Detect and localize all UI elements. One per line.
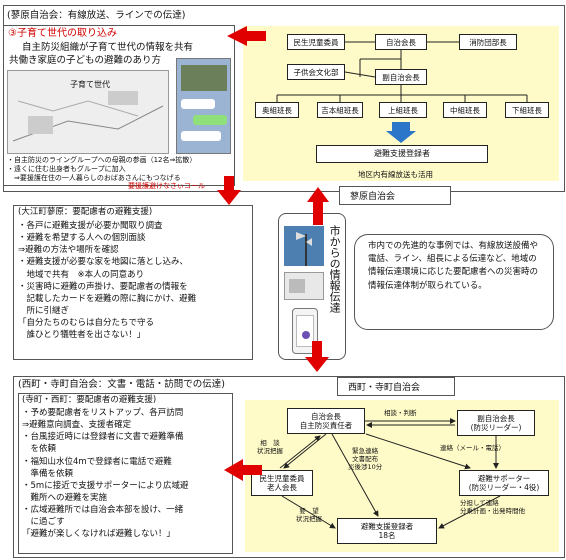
label-soudan-joukyou: 相 談 状況把握 bbox=[257, 439, 283, 455]
arrow-left-top-icon bbox=[227, 26, 266, 46]
middle-item: 地域で共有 ※本人の同意あり bbox=[18, 269, 145, 280]
middle-item-list: ・各戸に避難支援が必要か聞取り調査 ・避難を希望する人への個別面談 ⇒避難の方法… bbox=[18, 220, 196, 341]
label-buntan: 分担して連絡 分乗計画・出発時間他 bbox=[460, 499, 525, 515]
radio-receiver-image bbox=[284, 272, 324, 300]
childcare-note-3: ⇒要援護在住の一人暮らしのおばあさんにもつなげる bbox=[7, 174, 181, 182]
info-box bbox=[354, 234, 554, 330]
org-fuku: 副自治会長 bbox=[375, 69, 427, 85]
line-chat-screenshot bbox=[176, 58, 231, 154]
middle-list-box bbox=[13, 205, 253, 360]
childcare-photo-drawing bbox=[12, 91, 164, 142]
middle-item: 所に引継ぎ bbox=[18, 305, 70, 316]
childcare-note-2: ・遠くに住む出身者もグループに加入 bbox=[7, 165, 126, 173]
bottom-item-list: ・予め要配慮者をリストアップ、各戸訪問 ⇒避難意向調査、支援者確定 ・台風接近時… bbox=[22, 407, 189, 541]
bottom-item: ・台風接近時には登録者に文書で避難準備 bbox=[22, 432, 184, 443]
org-minsei: 民生児童委員 bbox=[287, 34, 345, 50]
org-supporter: 避難サポーター (防災リーダー・4役) bbox=[459, 470, 549, 496]
vertical-title: 市からの情報伝達 bbox=[328, 225, 342, 313]
middle-item: ・災害時に避難の声掛け、要配慮者の情報を bbox=[18, 281, 188, 292]
label-youbou: 要 望 状況把握 bbox=[296, 507, 322, 523]
info-text: 市内での先進的な事例では、有線放送設備や電話、ライン、組長による伝達など、地域の… bbox=[368, 241, 539, 291]
arrow-up-center-icon bbox=[307, 187, 329, 225]
bottom-item: ・予め要配慮者をリストアップ、各戸訪問 bbox=[22, 408, 184, 418]
arrow-left-bottom-icon bbox=[224, 459, 262, 481]
bottom-item: ・福知山水位4mで登録者に電話で避難 bbox=[22, 456, 172, 467]
childcare-case-title: ③子育て世代の取り込み bbox=[8, 28, 117, 39]
arrow-down-center-icon bbox=[305, 341, 329, 372]
chat-bubble bbox=[181, 99, 215, 109]
chat-bubble bbox=[181, 131, 221, 141]
org-shobodan: 消防団部長 bbox=[459, 34, 517, 50]
bottom-caption-box: 西町・寺町自治会 bbox=[337, 377, 455, 396]
middle-item: ・避難支援が必要な家を地図に落とし込み、 bbox=[18, 257, 189, 268]
label-renraku: 連絡（メール・電話） bbox=[440, 444, 505, 452]
org-kodomo: 子供会文化部 bbox=[287, 64, 345, 80]
org-hancho-2: 吉本組班長 bbox=[317, 102, 363, 118]
bottom-item: 準備を依頼 bbox=[22, 468, 74, 479]
smartphone-screen bbox=[296, 315, 314, 347]
middle-item: 「自分たちのむらは自分たちで守る bbox=[18, 318, 155, 329]
org-hancho-4: 中組班長 bbox=[443, 102, 487, 118]
chat-photo bbox=[181, 65, 227, 91]
childcare-case-line-1: 自主防災組織が子育て世代の情報を共有 bbox=[22, 42, 194, 53]
bottom-item: ⇒避難意向調査、支援者確定 bbox=[22, 420, 132, 431]
org-hancho-5: 下組班長 bbox=[505, 102, 549, 118]
top-caption-box: 蓼原自治会 bbox=[339, 186, 451, 205]
org-hancho-1: 奥組班長 bbox=[255, 102, 299, 118]
org-bottom-note: 地区内有線放送も活用 bbox=[358, 170, 433, 179]
org-hancho-3: 上組班長 bbox=[379, 102, 427, 118]
bottom-item: 「避難が楽しくなければ避難しない！」 bbox=[22, 529, 176, 540]
org-jichikaicho: 自治会長 bbox=[375, 34, 427, 50]
org-kaicho-bousai: 自治会長 自主防災責任者 bbox=[287, 408, 365, 434]
middle-section-header: (大江町蓼原：要配慮者の避難支援) bbox=[18, 207, 153, 217]
bottom-item: ・広域避難所では自治会本部を設け、一緒 bbox=[22, 505, 184, 516]
label-kinkyu: 緊急連絡 文書配布 災後渉10分 bbox=[348, 447, 383, 471]
bottom-item: を依頼 bbox=[22, 444, 57, 455]
childcare-case-line-2: 共働き家庭の子どもの避難のあり方 bbox=[9, 55, 162, 66]
org-fuku-bousai: 副自治会長 (防災リーダー) bbox=[457, 410, 535, 436]
org-touroku-18: 避難支援登録者 18名 bbox=[337, 518, 437, 544]
childcare-meeting-photo bbox=[7, 70, 169, 154]
radio-grille bbox=[289, 279, 305, 293]
middle-item: ・避難を希望する人への個別面談 bbox=[18, 233, 146, 244]
smartphone-image bbox=[292, 308, 318, 354]
chat-bubble bbox=[193, 115, 227, 125]
childcare-note-red: 要援護避けなさぃコール bbox=[128, 182, 205, 190]
label-soudan-handan: 相談・判断 bbox=[384, 409, 417, 417]
app-icon bbox=[302, 331, 310, 339]
middle-item: 記載したカードを避難の際に胸にかけ、避難 bbox=[18, 293, 197, 304]
org-touroku: 避難支援登録者 bbox=[316, 145, 488, 163]
bottom-subheader: (寺町・西町：要配慮者の避難支援) bbox=[22, 395, 157, 405]
bottom-item: ・5mに接近で支援サポーターにより広域避 bbox=[22, 480, 189, 491]
middle-item: 誰ひとり犠牲者を出さない！」 bbox=[18, 330, 146, 341]
bottom-item: 難所への避難を実施 bbox=[22, 492, 108, 503]
bottom-list-box bbox=[18, 393, 233, 554]
top-section-header: (蓼原自治会：有線放送、ラインでの伝達) bbox=[7, 10, 186, 21]
childcare-photo-caption: 子育て世代 bbox=[70, 80, 110, 89]
bottom-item: に過ごす bbox=[22, 517, 65, 528]
loudspeaker-image bbox=[284, 226, 324, 266]
middle-item: ⇒避難の方法や場所を確認 bbox=[18, 245, 119, 256]
middle-item: ・各戸に避難支援が必要か聞取り調査 bbox=[18, 221, 163, 231]
bottom-section-frame bbox=[13, 376, 565, 558]
bottom-section-header: (西町・寺町自治会：文書・電話・訪問での伝達) bbox=[18, 379, 225, 390]
arrow-down-left-icon bbox=[217, 176, 241, 205]
loudspeaker-drawing bbox=[296, 232, 312, 266]
childcare-note-1: ・自主防災のライングループへの母親の参画（12名⇒拡散） bbox=[7, 156, 197, 164]
